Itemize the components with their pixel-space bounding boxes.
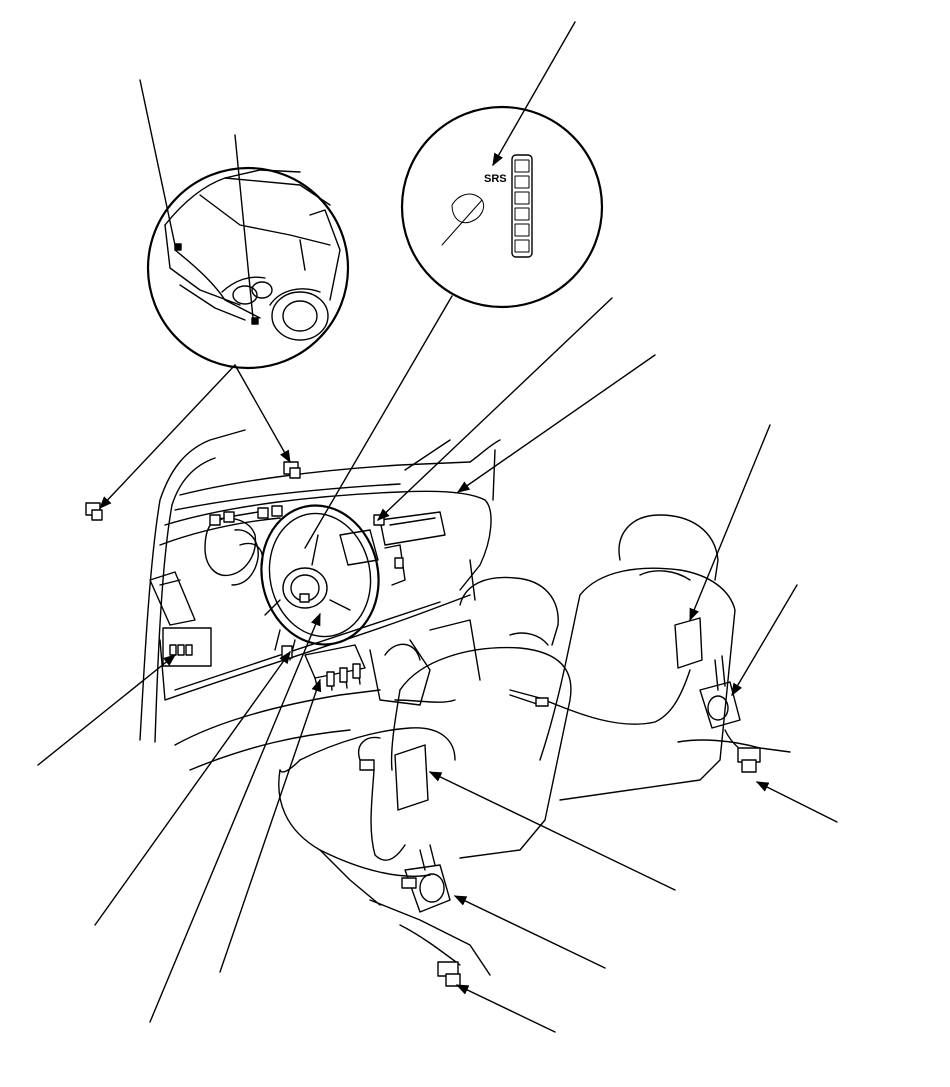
passenger-seat <box>509 514 791 801</box>
dashboard <box>139 429 501 771</box>
front-sensor-connectors <box>85 461 301 521</box>
srs-indicator-inset: SRS <box>400 105 604 309</box>
leader-lines <box>37 21 838 1033</box>
front-car-inset <box>146 166 350 370</box>
driver-seat <box>278 576 572 987</box>
srs-indicator-label: SRS <box>484 173 507 185</box>
